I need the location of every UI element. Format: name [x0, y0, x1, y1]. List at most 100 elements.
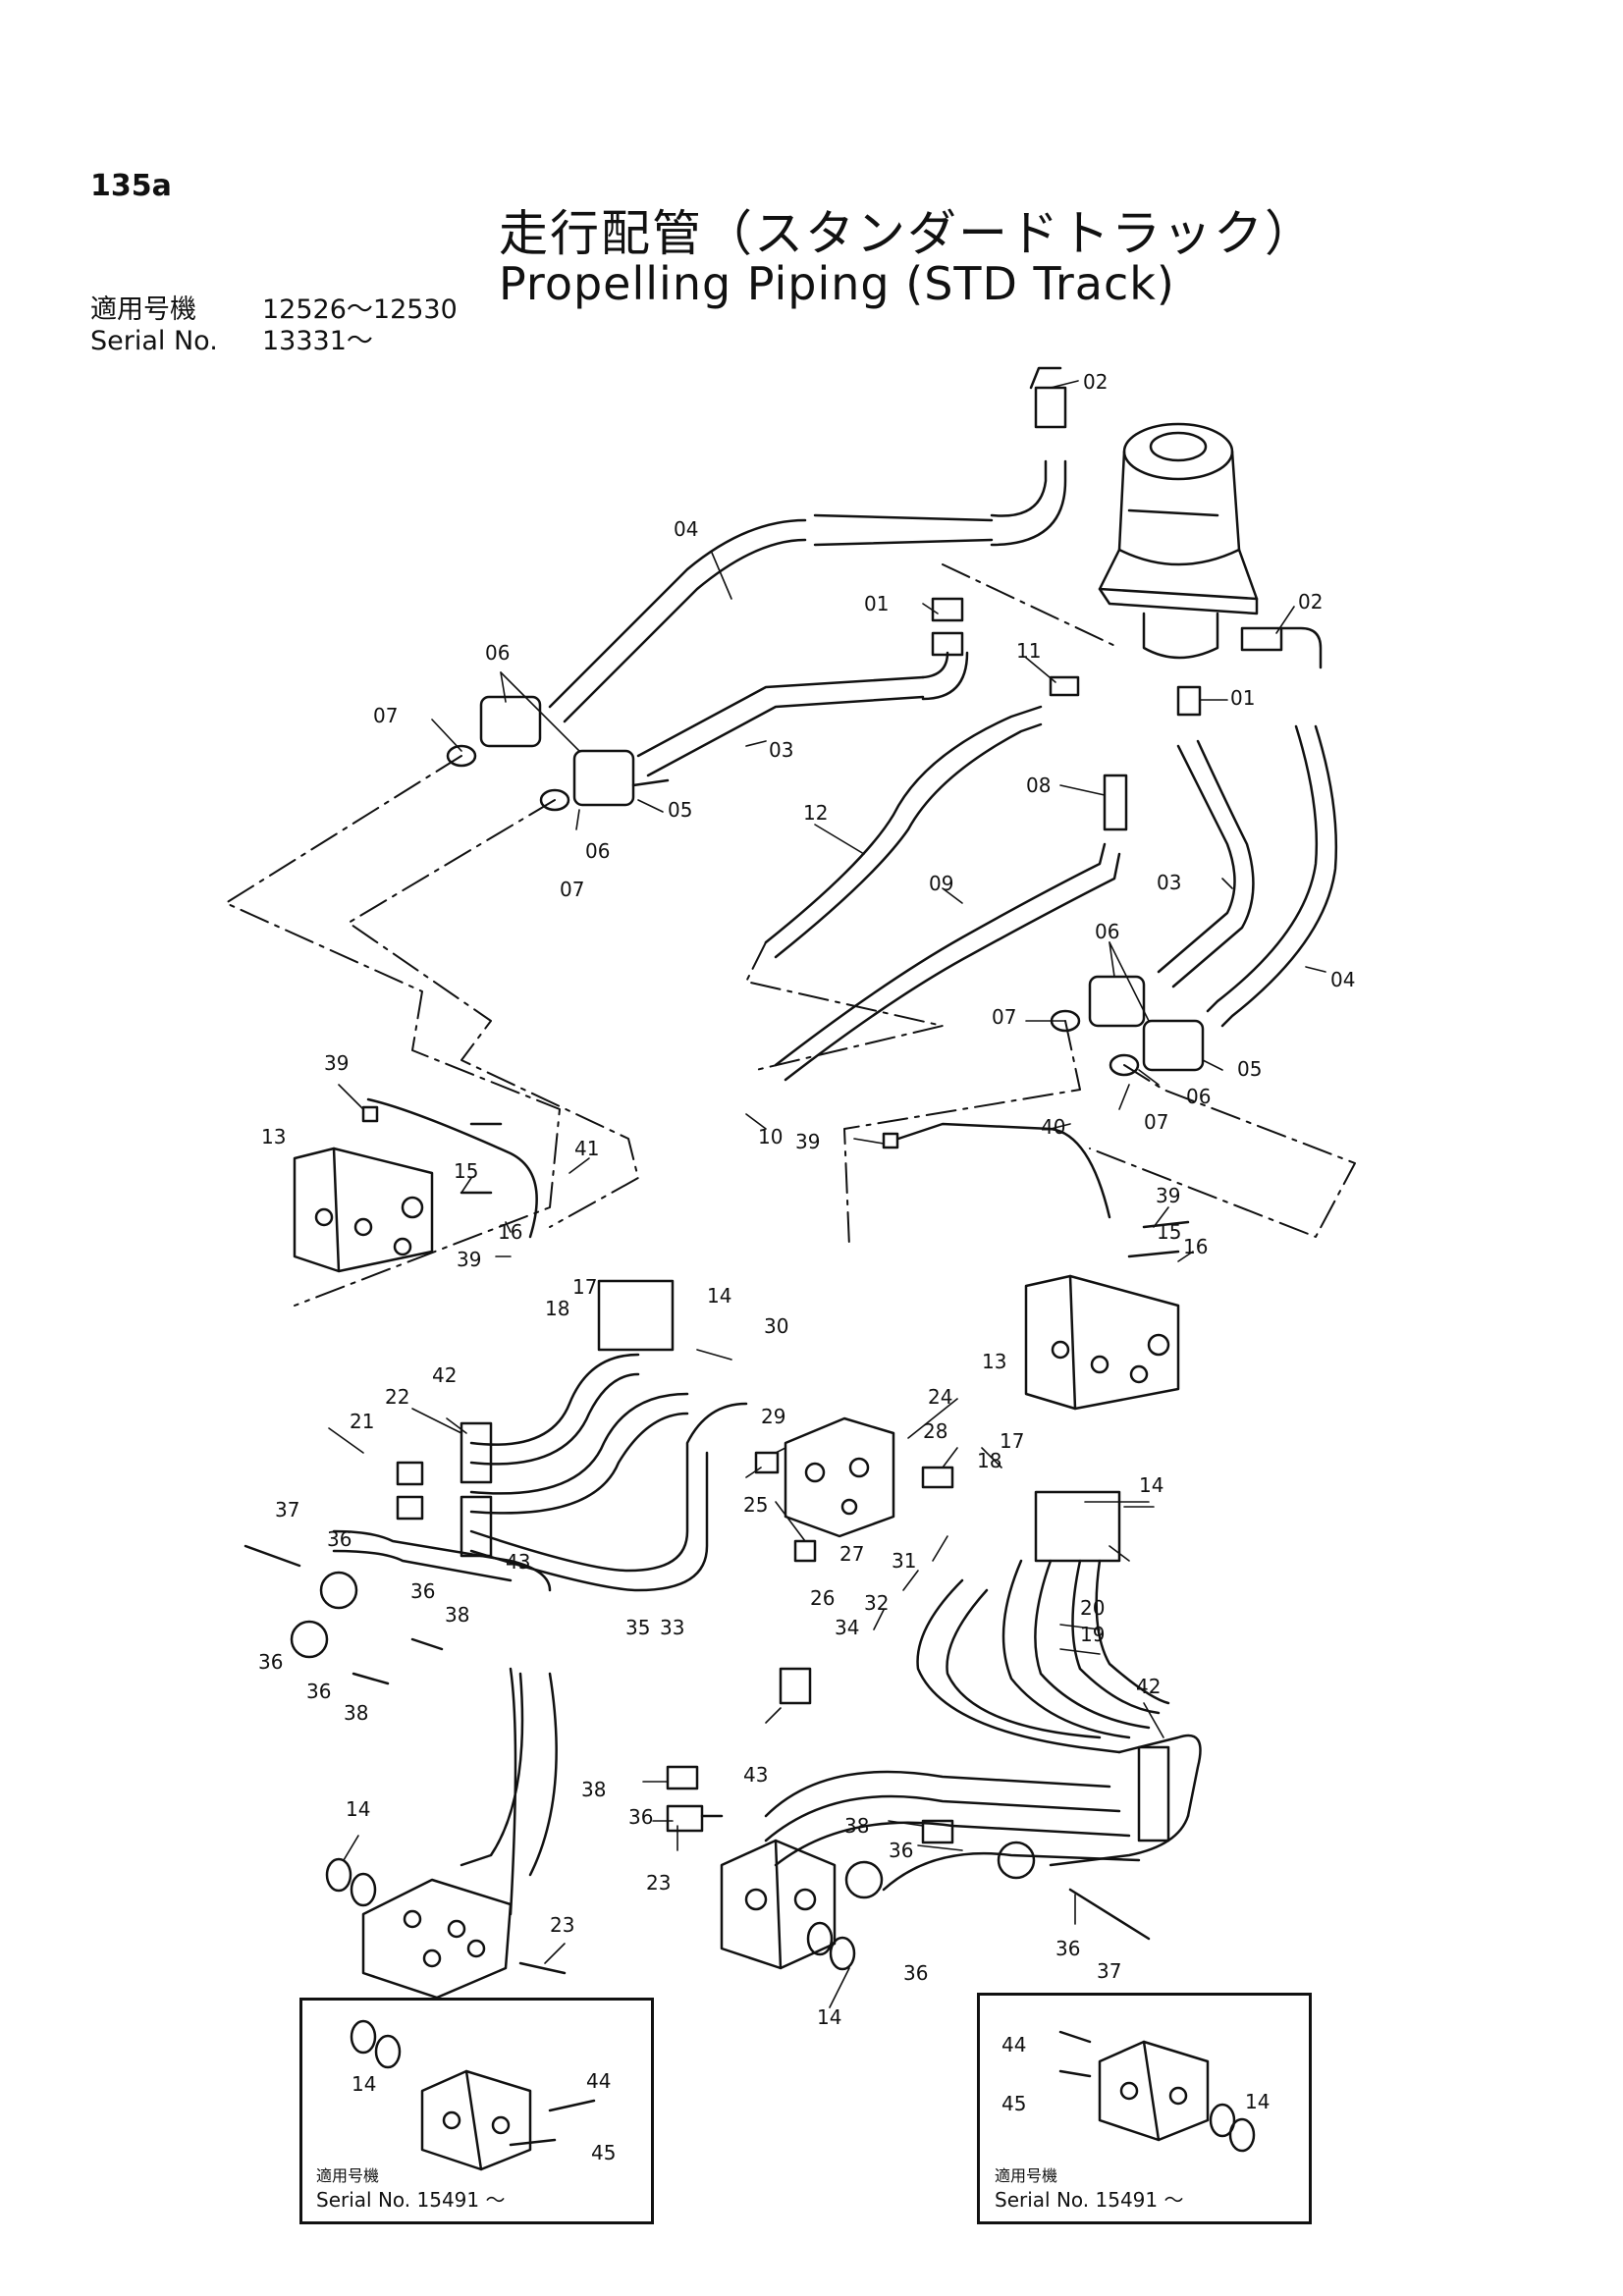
part-labels: 02 02 04 04 01 01 06 06 06 06 07 07 07 0…	[258, 370, 1355, 2164]
label-05-b: 05	[1237, 1057, 1262, 1081]
applicable-row: 適用号機 12526～12530	[90, 294, 458, 326]
label-20: 20	[1080, 1596, 1105, 1620]
hose-12	[764, 705, 1043, 959]
label-16-a: 16	[498, 1220, 522, 1244]
tube-bundle-right	[916, 1490, 1202, 1867]
label-39-c: 39	[795, 1130, 820, 1153]
label-32: 32	[864, 1591, 889, 1615]
serial-row: Serial No. 13331～	[90, 326, 458, 357]
label-33: 33	[660, 1616, 684, 1639]
label-02-a: 02	[1083, 370, 1108, 394]
label-36-c: 36	[258, 1650, 283, 1674]
label-25: 25	[743, 1493, 768, 1517]
flange-pair-right	[1050, 975, 1205, 1077]
fittings-motor	[1049, 626, 1323, 831]
label-36-f: 36	[889, 1839, 913, 1862]
label-07-d: 07	[1144, 1110, 1168, 1134]
label-18-b: 18	[977, 1449, 1001, 1472]
label-15-a: 15	[454, 1159, 478, 1183]
label-14-a: 14	[707, 1284, 731, 1308]
label-01-a: 01	[864, 592, 889, 615]
label-14-d: 14	[817, 2005, 841, 2029]
label-36-g: 36	[1055, 1937, 1080, 1960]
control-valve-right	[882, 1122, 1190, 1411]
label-14-b: 14	[1139, 1473, 1163, 1497]
title-english: Propelling Piping (STD Track)	[499, 257, 1175, 310]
label-34: 34	[835, 1616, 859, 1639]
serial-info: 適用号機 12526～12530 Serial No. 13331～	[90, 294, 458, 357]
label-22: 22	[385, 1385, 409, 1409]
label-38-d: 38	[844, 1814, 869, 1838]
label-36-e: 36	[628, 1805, 653, 1829]
hose-04-right	[1206, 724, 1338, 1028]
label-45-a: 45	[591, 2141, 616, 2164]
label-19: 19	[1080, 1623, 1105, 1646]
flange-block-lower-center	[666, 1804, 856, 1971]
label-39-a: 39	[324, 1051, 349, 1075]
serial-label: Serial No.	[90, 326, 218, 356]
serial-value: 13331～	[262, 326, 373, 356]
label-13-b: 13	[982, 1350, 1006, 1373]
leader-lines	[328, 380, 1326, 2008]
inset-right-note: 適用号機 Serial No. 15491 ～	[995, 2164, 1184, 2212]
elbow-fittings-left	[243, 1544, 444, 1685]
label-17-a: 17	[572, 1275, 597, 1299]
label-36-a: 36	[327, 1527, 352, 1551]
label-39-b: 39	[457, 1248, 481, 1271]
label-41: 41	[574, 1137, 599, 1160]
label-36-b: 36	[410, 1579, 435, 1603]
label-36-h: 36	[903, 1961, 928, 1985]
label-23-b: 23	[550, 1913, 574, 1937]
label-30: 30	[764, 1314, 788, 1338]
label-03-a: 03	[769, 738, 793, 762]
label-38-a: 38	[445, 1603, 469, 1627]
label-28: 28	[923, 1419, 947, 1443]
inset-right-parts	[1058, 2030, 1256, 2153]
label-37-a: 37	[275, 1498, 299, 1522]
label-26: 26	[810, 1586, 835, 1610]
inset-right	[977, 1993, 1312, 2224]
label-09: 09	[929, 872, 953, 895]
label-07-c: 07	[992, 1005, 1016, 1029]
label-12: 12	[803, 801, 828, 825]
label-10: 10	[758, 1125, 783, 1148]
label-44-b: 44	[1001, 2033, 1026, 2056]
inset-left-parts	[350, 2019, 596, 2171]
inset-left-note: 適用号機 Serial No. 15491 ～	[316, 2164, 506, 2212]
label-06-a: 06	[485, 641, 510, 665]
label-06-b: 06	[585, 839, 610, 863]
label-14-e: 14	[352, 2072, 376, 2096]
hose-03-right	[1157, 739, 1255, 988]
label-38-b: 38	[344, 1701, 368, 1725]
label-39-d: 39	[1156, 1184, 1180, 1207]
control-valve-left	[293, 1097, 538, 1273]
inset-left	[299, 1998, 654, 2224]
label-29: 29	[761, 1405, 785, 1428]
label-13-a: 13	[261, 1125, 286, 1148]
hose-04-upper	[548, 366, 1067, 723]
title-japanese: 走行配管（スタンダードトラック）	[499, 205, 1316, 262]
label-08: 08	[1026, 774, 1051, 797]
label-42-b: 42	[1136, 1675, 1161, 1698]
inset-left-serial: Serial No. 15491 ～	[316, 2188, 506, 2212]
label-04-a: 04	[674, 517, 698, 541]
label-27: 27	[839, 1542, 864, 1566]
label-04-b: 04	[1330, 968, 1355, 991]
label-43-a: 43	[506, 1550, 530, 1574]
hydraulic-motor	[1098, 422, 1259, 660]
flange-pair-upper	[446, 695, 670, 812]
page-number: 135a	[90, 169, 172, 203]
inset-right-applicable-label: 適用号機	[995, 2166, 1058, 2185]
label-14-c: 14	[346, 1797, 370, 1821]
label-03-b: 03	[1157, 871, 1181, 894]
label-40: 40	[1041, 1115, 1065, 1139]
label-42-a: 42	[432, 1363, 457, 1387]
label-17-b: 17	[1000, 1429, 1024, 1453]
label-35: 35	[625, 1616, 650, 1639]
flange-block-lower-left	[325, 1857, 567, 2000]
label-38-c: 38	[581, 1778, 606, 1801]
left-vertical-pipes	[460, 1667, 558, 1916]
applicable-value: 12526～12530	[262, 294, 458, 325]
label-02-b: 02	[1298, 590, 1323, 614]
